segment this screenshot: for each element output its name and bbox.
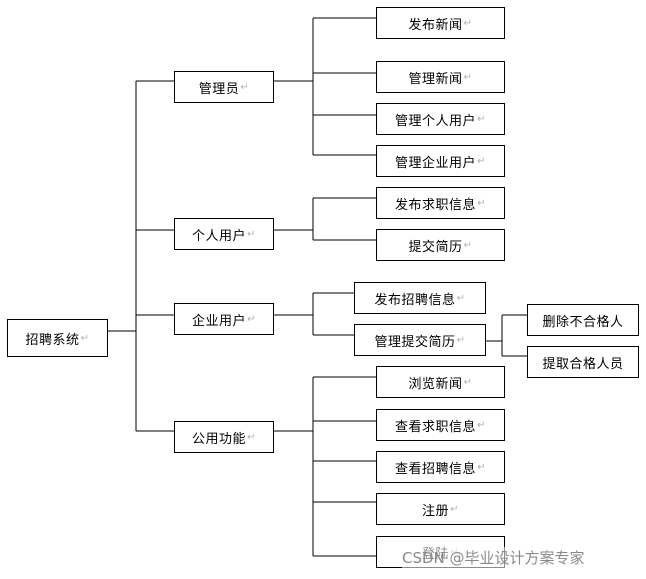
node-manage-submitted-resumes: 管理提交简历↵ [354, 324, 486, 356]
node-root-label: 招聘系统 [25, 332, 80, 348]
node-manage-company-users: 管理企业用户↵ [376, 145, 505, 177]
node-admin-label: 管理员 [198, 81, 240, 97]
node-submit-resume: 提交简历↵ [376, 229, 505, 261]
return-mark: ↵ [477, 197, 486, 209]
connector-person-spine [274, 198, 314, 240]
node-root: 招聘系统↵ [7, 319, 108, 357]
return-mark: ↵ [456, 292, 466, 304]
return-mark: ↵ [247, 228, 256, 240]
node-view-recruitment: 查看招聘信息↵ [376, 451, 505, 483]
return-mark: ↵ [240, 81, 250, 93]
return-mark: ↵ [477, 113, 486, 125]
node-browse-news: 浏览新闻↵ [376, 366, 505, 398]
node-label: 管理个人用户 [395, 113, 477, 129]
node-register: 注册↵ [376, 493, 505, 525]
return-mark: ↵ [450, 503, 459, 515]
connector-company-spine [274, 293, 314, 335]
node-publish-recruitment: 发布招聘信息↵ [354, 282, 486, 314]
return-mark: ↵ [463, 376, 473, 388]
node-admin: 管理员↵ [174, 71, 274, 103]
node-label: 注册 [422, 503, 450, 519]
return-mark: ↵ [463, 239, 473, 251]
return-mark: ↵ [463, 17, 473, 29]
node-delete-unqualified: 删除不合格人 [527, 304, 639, 336]
return-mark: ↵ [247, 313, 256, 325]
node-manage-personal-users: 管理个人用户↵ [376, 103, 505, 135]
connector-admin-spine [274, 18, 314, 155]
connector-resume-children [502, 314, 527, 357]
node-label: 发布求职信息 [395, 197, 477, 213]
connector-person-children [313, 197, 376, 241]
node-label: 发布招聘信息 [374, 292, 456, 308]
node-common: 公用功能↵ [174, 421, 274, 453]
node-label: 管理企业用户 [395, 155, 477, 171]
node-label: 查看招聘信息 [395, 461, 477, 477]
node-label: 查看求职信息 [395, 419, 477, 435]
return-mark: ↵ [477, 155, 486, 167]
node-label: 删除不合格人 [542, 314, 624, 330]
return-mark: ↵ [80, 332, 90, 344]
connector-admin-children [313, 17, 376, 156]
node-manage-news: 管理新闻↵ [376, 61, 505, 93]
node-view-job-seeking: 查看求职信息↵ [376, 409, 505, 441]
node-common-label: 公用功能 [192, 431, 247, 447]
return-mark: ↵ [477, 461, 486, 473]
node-person: 个人用户↵ [174, 218, 274, 250]
connector-resume-spine [486, 315, 503, 356]
node-company: 企业用户↵ [174, 303, 274, 335]
connector-common-spine [274, 377, 314, 556]
return-mark: ↵ [477, 419, 486, 431]
node-label: 提取合格人员 [542, 356, 624, 372]
node-company-label: 企业用户 [192, 313, 247, 329]
node-label: 浏览新闻 [408, 376, 463, 392]
node-person-label: 个人用户 [192, 228, 247, 244]
return-mark: ↵ [463, 71, 473, 83]
node-label: 提交简历 [408, 239, 463, 255]
node-extract-qualified: 提取合格人员 [527, 346, 639, 378]
watermark-text: CSDN @毕业设计方案专家 [402, 547, 585, 568]
return-mark: ↵ [247, 431, 256, 443]
connector-company-children [313, 292, 354, 336]
connector-common-children [313, 376, 376, 557]
node-label: 发布新闻 [408, 17, 463, 33]
node-publish-job-seeking: 发布求职信息↵ [376, 187, 505, 219]
return-mark: ↵ [456, 334, 466, 346]
node-label: 管理新闻 [408, 71, 463, 87]
node-publish-news: 发布新闻↵ [376, 7, 505, 39]
node-label: 管理提交简历 [374, 334, 456, 350]
